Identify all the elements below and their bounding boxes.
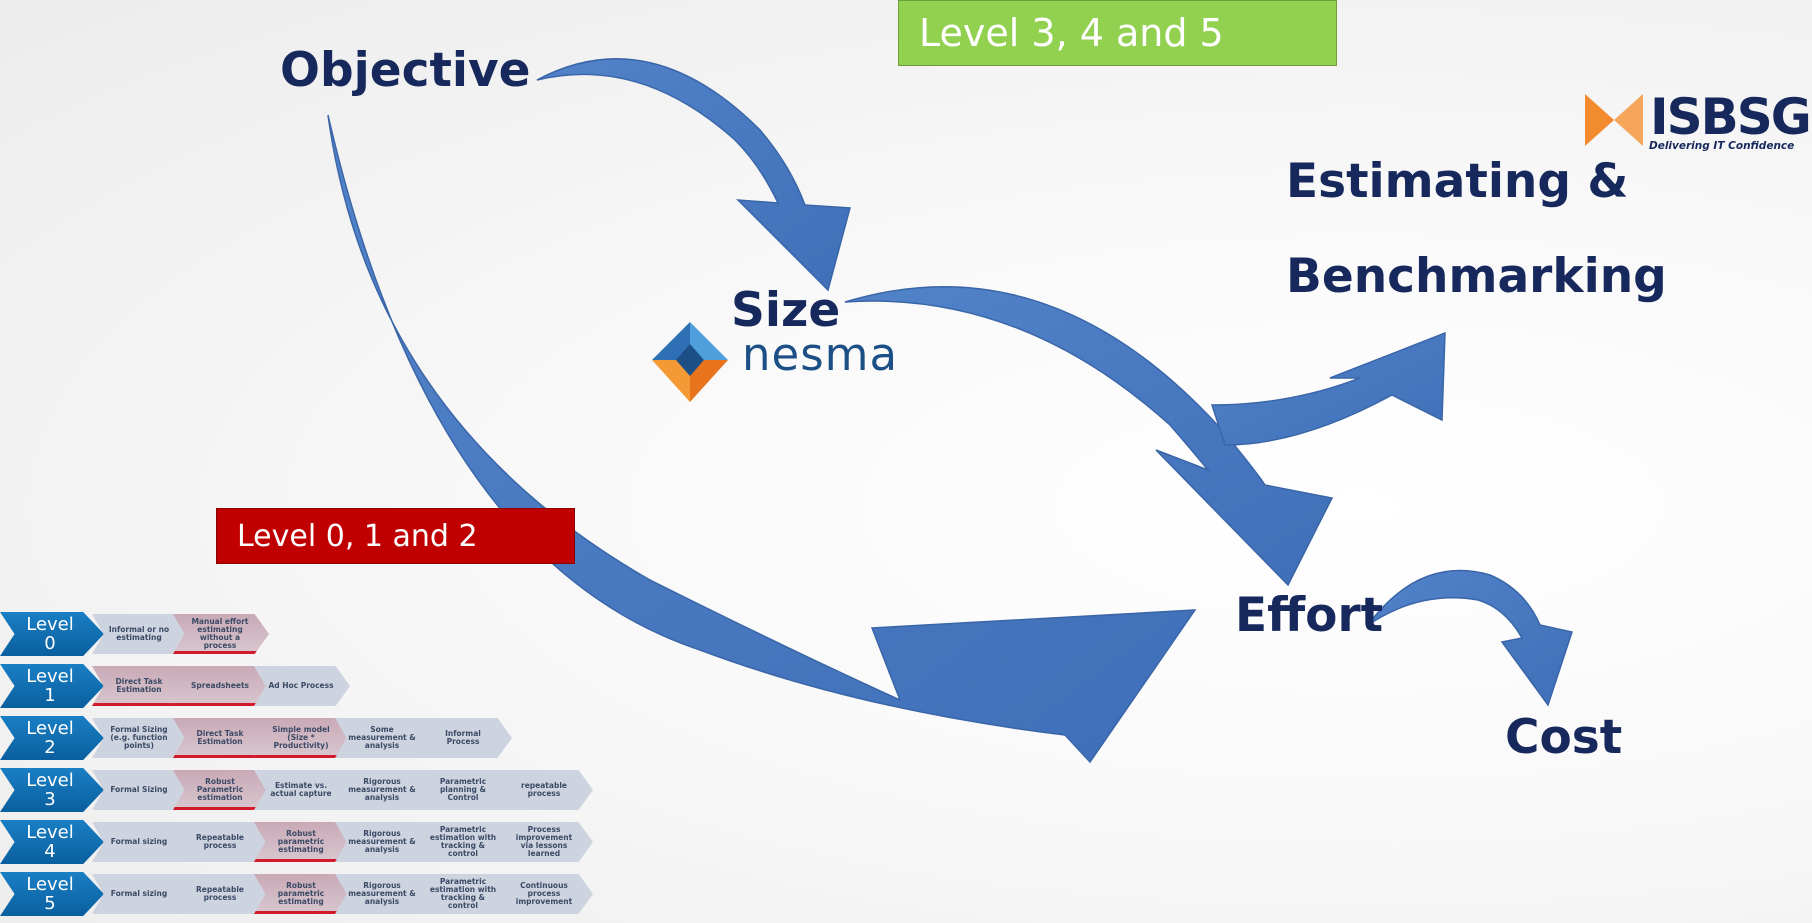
level-word: Level — [26, 666, 74, 687]
nesma-diamond-icon — [652, 322, 728, 402]
maturity-step: Continuous process improvement — [497, 874, 593, 914]
maturity-step: Spreadsheets — [173, 666, 269, 706]
level-number: 5 — [44, 893, 56, 914]
maturity-step: Estimate vs. actual capture — [254, 770, 350, 810]
label-estimating: Estimating & — [1286, 154, 1629, 209]
maturity-step: Simple model (Size * Productivity) — [254, 718, 350, 758]
maturity-step: Informal Process — [416, 718, 512, 758]
label-effort: Effort — [1235, 588, 1384, 643]
maturity-step: Robust Parametric estimation — [173, 770, 269, 810]
level-word: Level — [26, 718, 74, 739]
maturity-step: Robust parametric estimating — [254, 822, 350, 862]
maturity-step: Some measurement & analysis — [335, 718, 431, 758]
maturity-step: Ad Hoc Process — [254, 666, 350, 706]
level-number: 3 — [44, 789, 56, 810]
maturity-step: Repeatable process — [173, 822, 269, 862]
maturity-step: Rigorous measurement & analysis — [335, 822, 431, 862]
arrow-size-to-effort — [844, 286, 1334, 587]
maturity-step: Rigorous measurement & analysis — [335, 770, 431, 810]
maturity-step: Direct Task Estimation — [92, 666, 188, 706]
maturity-step: Formal Sizing (e.g. function points) — [92, 718, 188, 758]
arrow-to-estimating — [1210, 331, 1446, 446]
level-number: 1 — [44, 685, 56, 706]
isbsg-tagline: Delivering IT Confidence — [1649, 140, 1795, 152]
level-number: 4 — [44, 841, 56, 862]
level-word: Level — [26, 614, 74, 635]
isbsg-logo: ISBSG Delivering IT Confidence — [1585, 88, 1812, 156]
maturity-step: Informal or no estimating — [92, 614, 188, 654]
maturity-step: Direct Task Estimation — [173, 718, 269, 758]
label-size: Size — [731, 283, 841, 338]
maturity-step: Formal Sizing — [92, 770, 188, 810]
maturity-step: Parametric estimation with tracking & co… — [416, 874, 512, 914]
maturity-step: Parametric planning & Control — [416, 770, 512, 810]
maturity-step: repeatable process — [497, 770, 593, 810]
maturity-step: Robust parametric estimating — [254, 874, 350, 914]
nesma-name: nesma — [742, 328, 899, 381]
isbsg-name: ISBSG — [1650, 88, 1812, 146]
label-objective: Objective — [280, 43, 531, 98]
arrow-effort-to-cost — [1367, 569, 1573, 707]
maturity-step: Rigorous measurement & analysis — [335, 874, 431, 914]
maturity-step: Formal sizing — [92, 822, 188, 862]
level-word: Level — [26, 874, 74, 895]
arrow-objective-to-size — [536, 58, 851, 292]
level-word: Level — [26, 822, 74, 843]
level-number: 2 — [44, 737, 56, 758]
maturity-step: Manual effort estimating without a proce… — [173, 614, 269, 654]
level-word: Level — [26, 770, 74, 791]
level-number: 0 — [44, 633, 56, 654]
label-cost: Cost — [1505, 710, 1623, 765]
level-0-1-2-box: Level 0, 1 and 2 — [216, 508, 575, 564]
label-benchmarking: Benchmarking — [1286, 249, 1667, 304]
maturity-step: Parametric estimation with tracking & co… — [416, 822, 512, 862]
nesma-logo: nesma — [650, 322, 900, 404]
maturity-step: Formal sizing — [92, 874, 188, 914]
level-3-4-5-box: Level 3, 4 and 5 — [898, 0, 1337, 66]
isbsg-bowtie-icon — [1585, 94, 1643, 146]
maturity-step: Repeatable process — [173, 874, 269, 914]
maturity-step: Process improvement via lessons learned — [497, 822, 593, 862]
